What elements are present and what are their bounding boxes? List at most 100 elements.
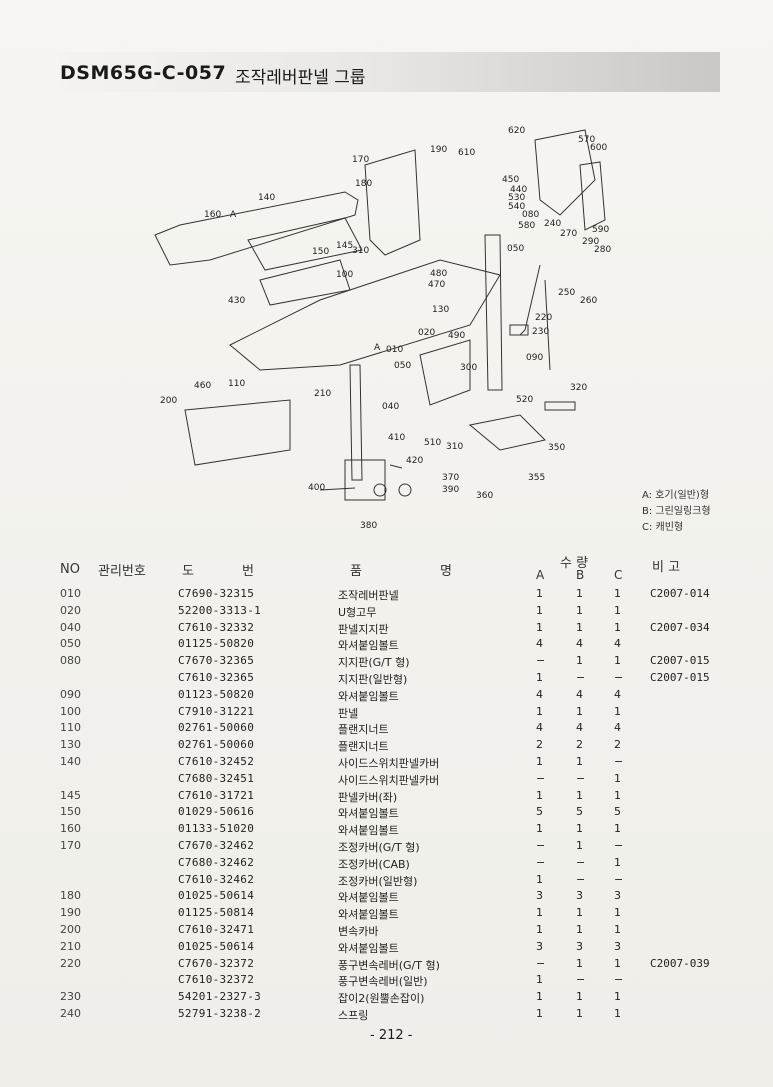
part-column [484,234,503,391]
row-qty-b: 1 [576,654,583,668]
row-qty-c: 1 [614,603,621,617]
svg-text:355: 355 [528,473,545,483]
page-number: - 212 - [370,1028,413,1043]
row-part-name: 와셔붙임볼트 [338,908,399,922]
row-qty-c: 1 [614,788,621,802]
row-no: 170 [60,839,81,852]
row-qty-a: − [536,855,546,869]
row-qty-b: 1 [576,956,583,970]
svg-text:490: 490 [448,331,465,341]
row-part-name: 사이드스위치판넬카버 [338,757,440,770]
row-qty-c: 1 [614,956,621,970]
row-drawing-no: C7610-32471 [178,923,255,936]
row-qty-a: 4 [536,721,543,735]
svg-text:040: 040 [382,402,399,412]
svg-text:100: 100 [336,270,353,280]
row-qty-a: 1 [536,788,543,802]
row-no: 010 [60,587,81,600]
row-qty-c: 4 [614,721,621,735]
row-qty-b: − [576,771,586,785]
row-no: 080 [60,654,81,668]
svg-text:600: 600 [590,143,607,153]
svg-text:380: 380 [360,521,377,531]
part-panel-100 [259,259,351,306]
svg-text:310: 310 [446,442,463,452]
svg-text:590: 590 [592,225,609,235]
part-plate-300 [419,339,471,406]
svg-text:050: 050 [394,361,411,371]
row-qty-a: 1 [536,822,543,836]
row-no: 145 [60,788,81,802]
svg-text:280: 280 [594,245,611,255]
row-qty-a: 1 [536,587,543,600]
svg-text:050: 050 [507,244,524,254]
row-qty-c: 1 [614,654,621,668]
row-part-name: 와셔붙임볼트 [338,824,399,838]
row-qty-b: 1 [576,990,583,1004]
row-drawing-no: 01125-50814 [178,906,255,920]
legend-item-c: C: 캐빈형 [642,522,684,533]
svg-text:250: 250 [558,288,575,298]
row-qty-c: 4 [614,637,621,651]
svg-text:260: 260 [580,296,597,306]
part-shift-cover [184,399,291,466]
row-qty-a: 1 [536,603,543,617]
row-qty-a: 4 [536,637,543,651]
svg-text:230: 230 [532,327,549,337]
row-drawing-no: 54201-2327-3 [178,990,262,1004]
row-drawing-no: 02761-50060 [178,721,255,735]
row-qty-a: 1 [536,872,543,886]
row-drawing-no: C7610-31721 [178,788,255,802]
row-qty-b: 1 [576,704,583,718]
row-drawing-no: 52200-3313-1 [178,603,262,617]
row-qty-c: − [614,973,624,987]
svg-text:390: 390 [442,485,459,495]
row-qty-b: 5 [576,805,583,819]
row-part-name: 와셔붙임볼트 [338,639,399,653]
row-part-name: 사이드스위치판넬카버 [338,773,440,787]
svg-text:A: A [374,343,381,353]
row-qty-c: 1 [614,771,621,785]
svg-text:510: 510 [424,438,441,448]
row-part-name: 풍구변속레버(일반) [338,975,428,989]
svg-text:480: 480 [430,269,447,279]
row-qty-c: 1 [614,923,621,936]
svg-text:290: 290 [582,237,599,247]
row-qty-a: 1 [536,620,543,634]
row-drawing-no: C7690-32315 [178,587,255,600]
row-drawing-no: C7680-32451 [178,771,255,785]
svg-text:310: 310 [352,246,369,256]
row-part-name: 와셔붙임볼트 [338,689,399,703]
svg-text:220: 220 [535,313,552,323]
part-box-570 [534,129,596,216]
row-no: 130 [60,738,81,752]
svg-text:440: 440 [510,185,527,195]
svg-text:160: 160 [204,210,221,220]
row-drawing-no: 01025-50614 [178,889,255,903]
row-drawing-no: C7910-31221 [178,704,255,718]
row-part-name: 변속카바 [338,925,379,938]
svg-text:145: 145 [336,241,353,251]
svg-text:140: 140 [258,193,275,203]
row-qty-c: − [614,755,624,768]
part-lever [519,264,541,336]
row-remark: C2007-034 [650,620,710,634]
row-drawing-no: C7670-32462 [178,839,255,852]
svg-text:450: 450 [502,175,519,185]
row-part-name: 풍구변속레버(G/T 형) [338,958,440,972]
svg-text:020: 020 [418,328,435,338]
row-no: 050 [60,637,81,651]
row-qty-a: 1 [536,973,543,987]
